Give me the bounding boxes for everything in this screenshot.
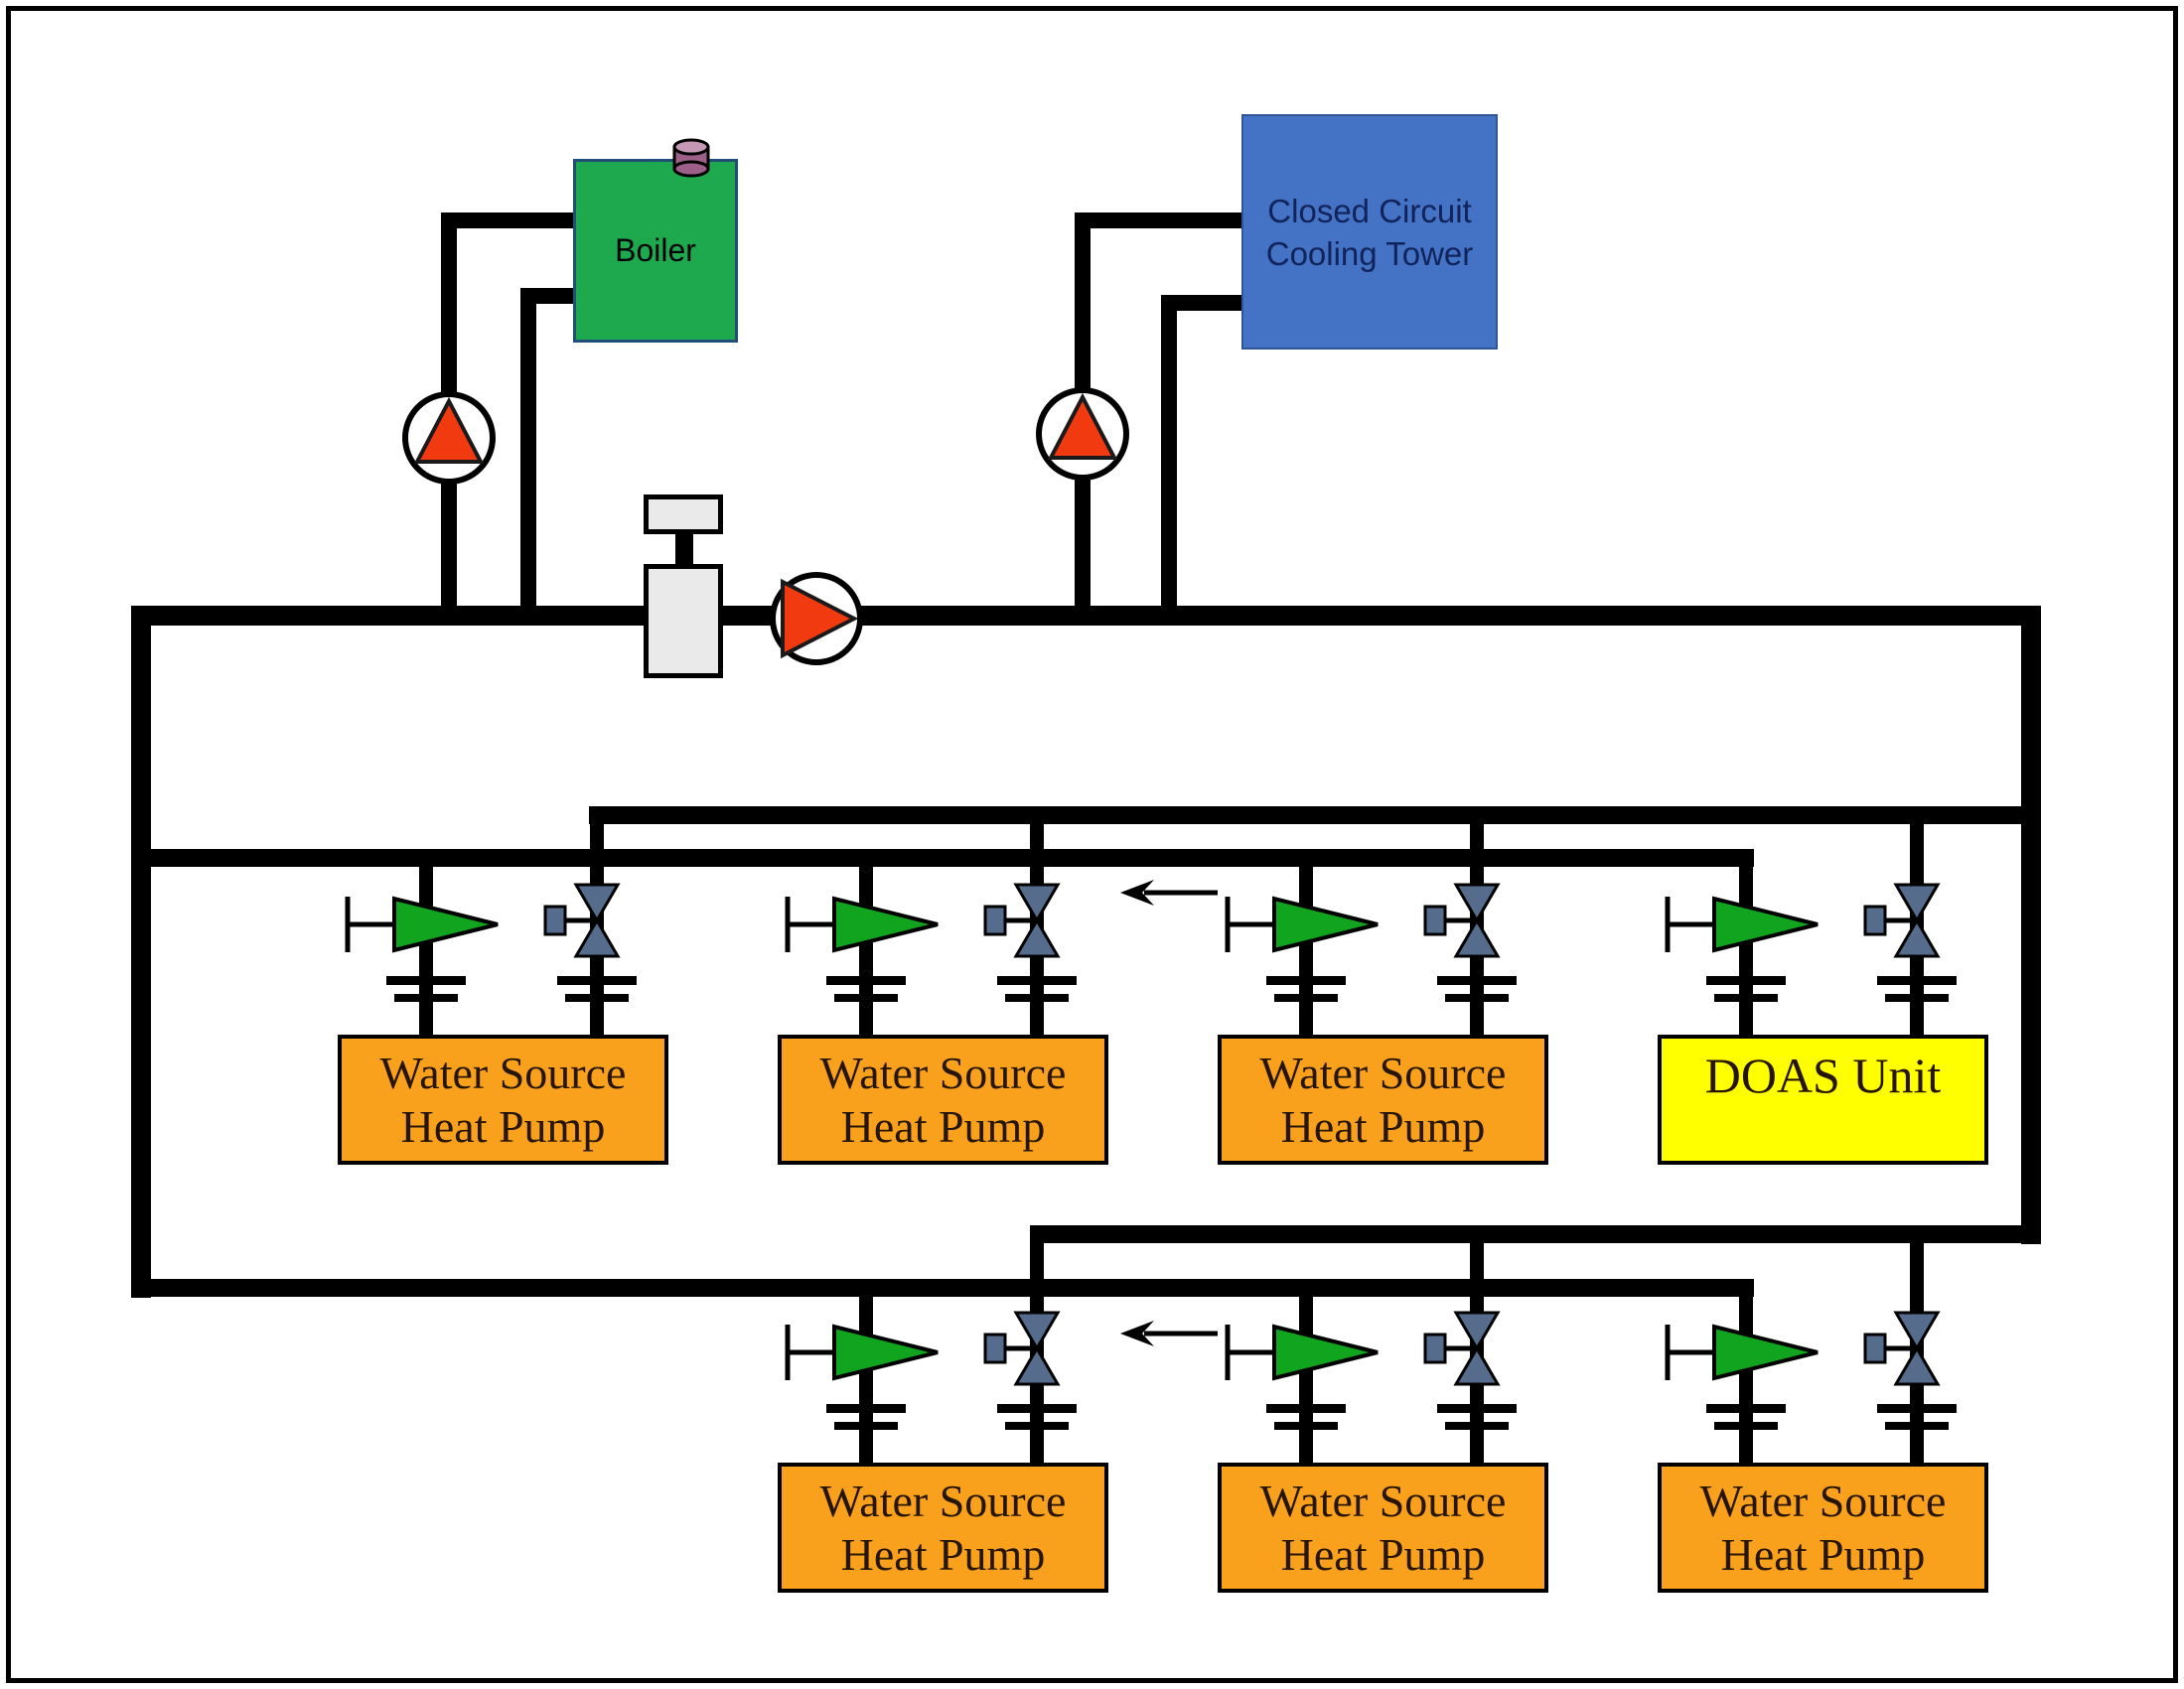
wshp-label-line2: Heat Pump: [400, 1100, 606, 1152]
wshp-label-line2: Heat Pump: [1280, 1100, 1486, 1152]
pump-icon: [402, 391, 496, 485]
check-valve-icon: [785, 1324, 939, 1381]
pipe-boiler-return-drop: [520, 288, 536, 626]
control-valve-icon: [1863, 1311, 1941, 1386]
flow-direction-arrow-icon: [1120, 1321, 1218, 1346]
pipe-union-icon: [1714, 994, 1778, 1002]
water-source-heat-pump-box: Water Source Heat Pump: [1218, 1463, 1548, 1593]
pipe-lower-supply-header: [131, 1279, 1754, 1297]
wshp-label-line2: Heat Pump: [840, 1528, 1046, 1580]
control-valve-icon: [983, 883, 1061, 958]
wshp-label-line1: Water Source: [1259, 1475, 1507, 1526]
vent-cap-icon: [672, 138, 710, 178]
water-source-heat-pump-box: Water Source Heat Pump: [778, 1463, 1108, 1593]
pipe-union-icon: [386, 976, 466, 985]
boiler-box: Boiler: [573, 159, 738, 343]
check-valve-icon: [1225, 896, 1379, 953]
pipe-tower-supply-stub: [1075, 212, 1243, 228]
pipe-union-icon: [834, 994, 898, 1002]
pipe-union-icon: [1437, 1404, 1517, 1413]
doas-label: DOAS Unit: [1704, 1048, 1942, 1103]
diagram-border: [6, 6, 2178, 1683]
pipe-union-icon: [1706, 1404, 1786, 1413]
control-valve-icon: [1423, 883, 1501, 958]
pipe-union-icon: [1885, 994, 1949, 1002]
check-valve-icon: [1225, 1324, 1379, 1381]
pipe-union-icon: [997, 1404, 1077, 1413]
pipe-tower-return-drop: [1161, 295, 1177, 626]
pipe-union-icon: [1445, 1422, 1509, 1430]
pipe-union-icon: [1706, 976, 1786, 985]
pipe-union-icon: [834, 1422, 898, 1430]
pipe-union-icon: [1885, 1422, 1949, 1430]
boiler-label: Boiler: [615, 232, 696, 268]
doas-unit-box: DOAS Unit: [1658, 1035, 1988, 1165]
wshp-label-line1: Water Source: [379, 1047, 627, 1098]
pipe-boiler-supply-stub: [441, 212, 578, 228]
cooling-tower-label-line1: Closed Circuit: [1267, 192, 1472, 229]
pipe-union-icon: [1877, 1404, 1957, 1413]
pipe-union-icon: [1437, 976, 1517, 985]
wshp-label-line2: Heat Pump: [1280, 1528, 1486, 1580]
wshp-label-line1: Water Source: [819, 1047, 1067, 1098]
air-separator-stem: [675, 532, 693, 568]
pipe-union-icon: [1714, 1422, 1778, 1430]
pipe-union-icon: [1274, 994, 1338, 1002]
check-valve-icon: [1665, 1324, 1819, 1381]
wshp-label-line1: Water Source: [1259, 1047, 1507, 1098]
flow-direction-arrow-icon: [1120, 880, 1218, 906]
pipe-union-icon: [1266, 1404, 1346, 1413]
check-valve-icon: [345, 896, 499, 953]
pump-icon: [1036, 387, 1129, 481]
pipe-union-icon: [1005, 1422, 1069, 1430]
water-source-heat-pump-box: Water Source Heat Pump: [338, 1035, 668, 1165]
pipe-tower-return-stub: [1161, 295, 1243, 311]
pipe-union-icon: [1445, 994, 1509, 1002]
air-separator-body: [644, 564, 723, 678]
pipe-right-riser: [2021, 606, 2041, 1244]
control-valve-icon: [983, 1311, 1061, 1386]
pipe-union-icon: [1274, 1422, 1338, 1430]
pipe-upper-supply-header: [131, 849, 1754, 867]
check-valve-icon: [785, 896, 939, 953]
cooling-tower-box: Closed Circuit Cooling Tower: [1241, 114, 1498, 350]
pump-icon: [770, 572, 863, 665]
control-valve-icon: [543, 883, 621, 958]
pipe-union-icon: [1266, 976, 1346, 985]
pipe-union-icon: [565, 994, 629, 1002]
cooling-tower-label-line2: Cooling Tower: [1265, 234, 1474, 272]
pipe-union-icon: [1877, 976, 1957, 985]
wshp-label-line1: Water Source: [1699, 1475, 1947, 1526]
pipe-left-riser: [131, 606, 151, 1298]
pipe-union-icon: [997, 976, 1077, 985]
pipe-union-icon: [394, 994, 458, 1002]
pipe-union-icon: [826, 976, 906, 985]
pipe-union-icon: [1005, 994, 1069, 1002]
check-valve-icon: [1665, 896, 1819, 953]
water-source-heat-pump-box: Water Source Heat Pump: [1658, 1463, 1988, 1593]
control-valve-icon: [1423, 1311, 1501, 1386]
pipe-union-icon: [826, 1404, 906, 1413]
wshp-label-line2: Heat Pump: [1720, 1528, 1926, 1580]
air-separator-icon: [644, 494, 723, 534]
control-valve-icon: [1863, 883, 1941, 958]
wshp-label-line1: Water Source: [819, 1475, 1067, 1526]
wshp-label-line2: Heat Pump: [840, 1100, 1046, 1152]
water-source-heat-pump-box: Water Source Heat Pump: [778, 1035, 1108, 1165]
pipe-lower-return-header: [1030, 1225, 2041, 1243]
water-source-heat-pump-box: Water Source Heat Pump: [1218, 1035, 1548, 1165]
pipe-union-icon: [557, 976, 637, 985]
pipe-upper-return-header: [589, 806, 2041, 824]
